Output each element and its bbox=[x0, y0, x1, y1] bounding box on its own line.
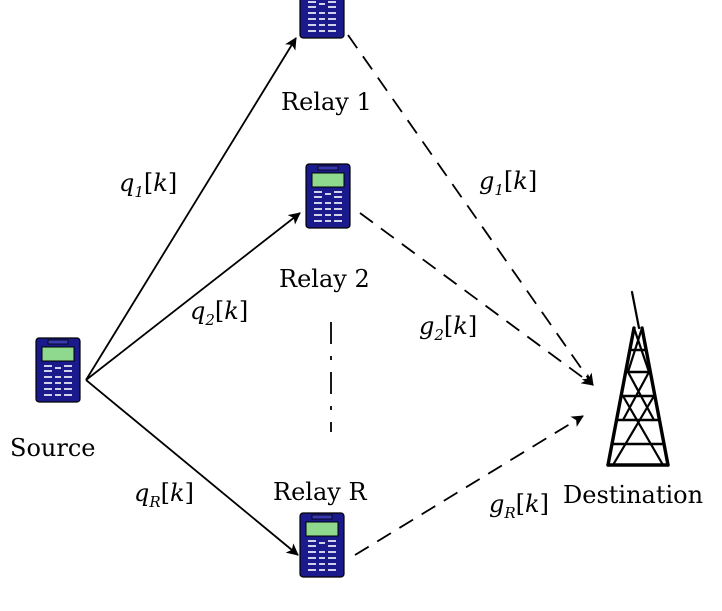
relay-2-label: Relay 2 bbox=[279, 265, 370, 293]
relay-1-label: Relay 1 bbox=[281, 88, 372, 116]
source-phone-icon bbox=[35, 337, 81, 403]
relay-r-phone-icon bbox=[299, 512, 345, 578]
link-relay-r-destination bbox=[354, 415, 584, 556]
link-source-relay-2 bbox=[85, 212, 301, 381]
relay-1-phone-icon bbox=[299, 0, 345, 39]
label-gR: gR[k] bbox=[489, 490, 549, 522]
relay-2-phone-icon bbox=[305, 163, 351, 229]
label-q1: q1[k] bbox=[119, 169, 177, 201]
label-q2: q2[k] bbox=[190, 297, 248, 329]
link-relay-2-destination bbox=[359, 212, 594, 386]
source-label: Source bbox=[10, 434, 95, 462]
destination-tower-icon bbox=[606, 290, 670, 467]
link-relay-1-destination bbox=[347, 34, 594, 386]
link-source-relay-r bbox=[85, 379, 299, 556]
destination-label: Destination bbox=[563, 481, 703, 509]
link-source-relay-1 bbox=[85, 37, 297, 381]
label-qR: qR[k] bbox=[134, 479, 194, 511]
label-g1: g1[k] bbox=[479, 167, 537, 199]
label-g2: g2[k] bbox=[419, 312, 477, 344]
relay-r-label: Relay R bbox=[273, 478, 367, 506]
